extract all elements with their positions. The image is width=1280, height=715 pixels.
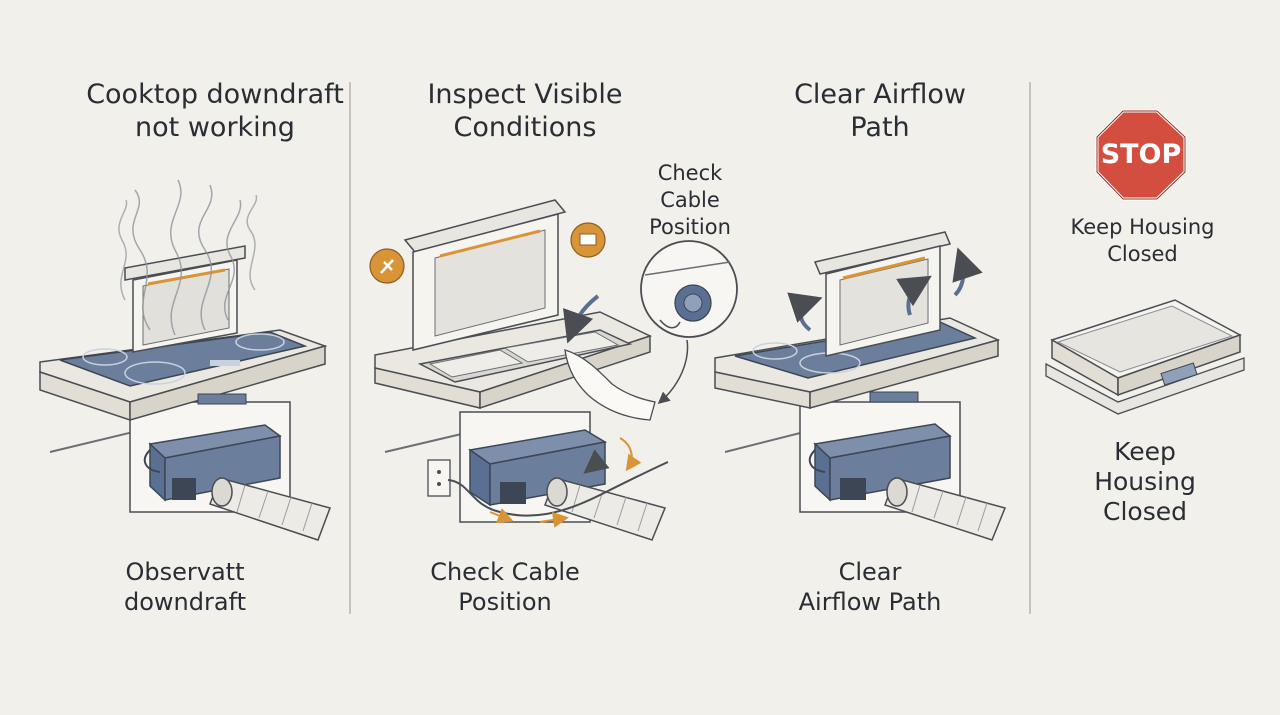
- stop-sign-text: STOP: [1100, 139, 1182, 170]
- panel-1-cooktop-illustration: [39, 179, 331, 541]
- panel-divider-2: [1029, 82, 1031, 614]
- panel-2-title: Inspect Visible Conditions: [427, 79, 623, 143]
- panel-2-caption: Check Cable Position: [430, 558, 580, 616]
- panel-3-title: Clear Airflow Path: [794, 79, 966, 143]
- panel-2-inspect-illustration: [369, 199, 738, 541]
- panel-1-caption: Observatt downdraft: [123, 558, 246, 616]
- stop-label: Keep Housing Closed: [1070, 215, 1215, 266]
- panel-4-stop-illustration: [1045, 109, 1245, 415]
- panel-divider-1: [349, 82, 351, 614]
- panel-1-title: Cooktop downdraft not working: [86, 79, 344, 143]
- panel-3-caption: Clear Airflow Path: [798, 558, 942, 616]
- outlet-icon: [427, 459, 451, 497]
- panel-3-airflow-illustration: [714, 231, 1007, 541]
- panel-4-caption: Keep Housing Closed: [1094, 437, 1196, 526]
- cable-inset-label: Check Cable Position: [649, 161, 731, 239]
